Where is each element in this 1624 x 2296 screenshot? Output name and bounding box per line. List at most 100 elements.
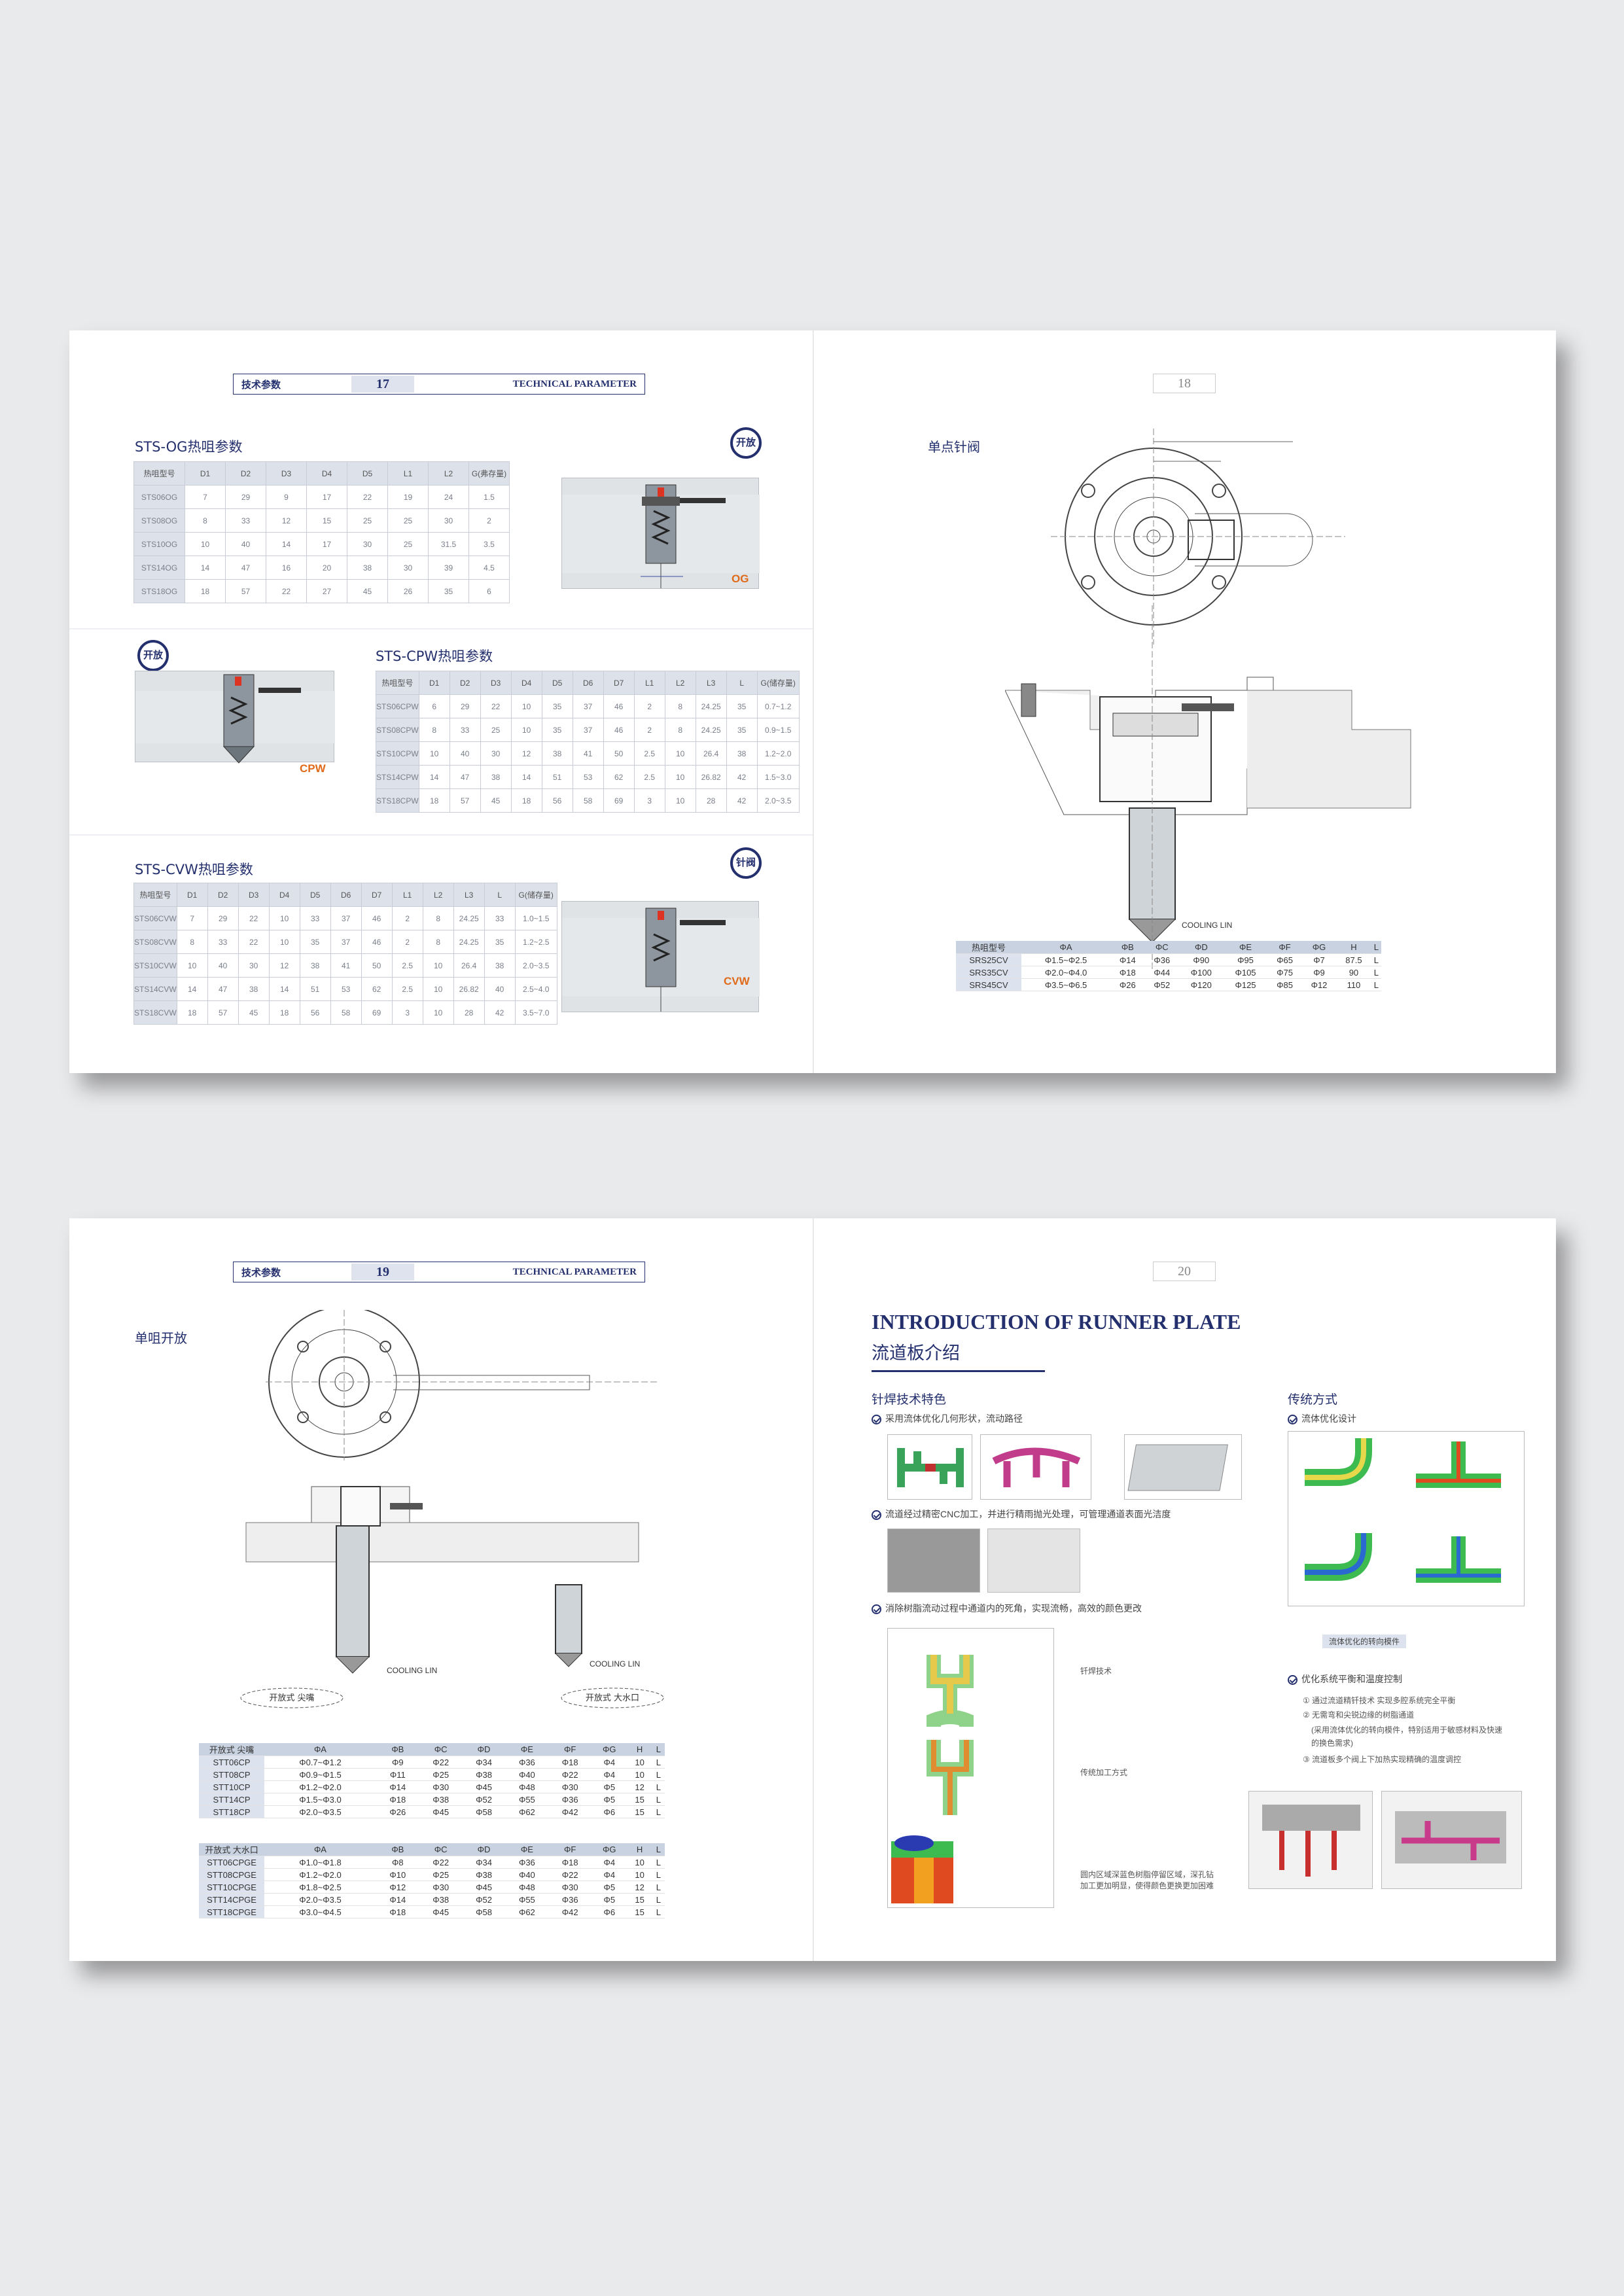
table-cell: 8 [185,508,226,533]
table-cell: ΦC [1144,941,1179,954]
table-cell: STS18OG [133,579,185,603]
table-cell: ΦD [1179,941,1224,954]
table-cell: STS10CVW [133,953,177,978]
table-cell: Φ6 [591,1905,627,1918]
table-cell: Φ5 [591,1780,627,1793]
open-large-gate-label: 开放式 大水口 [586,1693,639,1703]
table-cell: Φ40 [505,1768,549,1781]
table-cell: Φ44 [1144,966,1179,979]
table-cell: 热咀型号 [133,461,185,486]
page-header-17: 技术参数 17 TECHNICAL PARAMETER [233,374,645,395]
table-cell: 开放式 大水口 [199,1843,264,1856]
table-cell: Φ26 [1110,978,1145,991]
table-cell: 6 [468,579,510,603]
table-cell: 42 [484,1000,516,1025]
table-cell: D5 [299,883,331,907]
table-cell: ΦF [548,1743,592,1756]
table-cell: Φ12 [1301,978,1337,991]
table-cell: 47 [207,977,239,1001]
table-cell: 8 [418,718,450,742]
table-cell: ΦF [1267,941,1302,954]
table-cell: D4 [306,461,347,486]
table-cell: Φ30 [419,1780,463,1793]
table-cell: 16 [266,556,307,580]
table-cell: Φ34 [462,1856,506,1869]
table-cell: SRS45CV [956,978,1021,991]
table-cell: 26.82 [695,765,727,789]
spread-pages-19-20: 技术参数 19 TECHNICAL PARAMETER 单咀开放 COOLING… [69,1218,1556,1961]
table-cell: STT14CPGE [199,1893,264,1906]
table-cell: 56 [299,1000,331,1025]
table-cell: Φ42 [548,1905,592,1918]
flow-simulation-caption: 流体优化的转向模件 [1322,1634,1407,1648]
table-cell: 35 [726,694,758,718]
table-cell: ΦB [1110,941,1145,954]
table-cell: Φ38 [419,1893,463,1906]
table-cell: 18 [510,788,542,813]
table-cell: Φ14 [1110,953,1145,966]
table-cell: 41 [330,953,362,978]
table-cell: 14 [510,765,542,789]
table-cell: L [1371,978,1381,991]
table-cell: Φ8 [376,1856,419,1869]
table-cell: 45 [238,1000,270,1025]
table-cell: 15 [627,1793,652,1806]
table-cell: Φ45 [462,1780,506,1793]
table-cell: 10 [627,1768,652,1781]
og-nozzle-drawing [561,478,760,589]
table-cell: L [652,1856,665,1869]
table-cell: L [652,1868,665,1881]
table-cell: 46 [361,930,393,954]
table-cell: 10 [627,1868,652,1881]
table-cell: 37 [330,906,362,930]
runner-shape-image-1 [887,1434,972,1500]
check-icon [872,1414,881,1424]
table-cell: Φ55 [505,1893,549,1906]
table-cell: 6 [418,694,450,718]
table-cell: 30 [347,532,388,556]
table-cell: STT10CP [199,1780,264,1793]
table-cell: 10 [176,953,208,978]
table-cell: STT06CPGE [199,1856,264,1869]
table-cell: 50 [361,953,393,978]
table-cell: 2.0~3.5 [514,953,557,978]
table-cell: Φ125 [1223,978,1268,991]
table-cell: 40 [225,532,266,556]
table-cell: STT10CPGE [199,1881,264,1894]
table-cell: G(储存量) [514,883,557,907]
table-cell: 15 [627,1805,652,1818]
table-cell: Φ105 [1223,966,1268,979]
table-cell: 7 [176,906,208,930]
table-cell: 18 [176,1000,208,1025]
table-cell: Φ3.5~Φ6.5 [1021,978,1111,991]
table-cell: L1 [391,883,423,907]
table-cell: Φ40 [505,1868,549,1881]
table-cell: 2 [468,508,510,533]
table-cell: 18 [185,579,226,603]
table-cell: L [652,1768,665,1781]
table-cell: 25 [480,718,512,742]
table-cell: 25 [387,508,429,533]
table-cell: 12 [627,1780,652,1793]
table-cell: STS08CPW [376,718,419,742]
table-cell: Φ48 [505,1780,549,1793]
table-cell: L2 [428,461,469,486]
table-cell: 22 [347,485,388,509]
table-cell: 57 [225,579,266,603]
valve-gate-drawing: COOLING LIN [1005,429,1411,972]
table-cell: 26.4 [695,741,727,766]
table-cell: Φ12 [376,1881,419,1894]
traditional-bullet-1: 流体优化设计 [1301,1413,1356,1424]
